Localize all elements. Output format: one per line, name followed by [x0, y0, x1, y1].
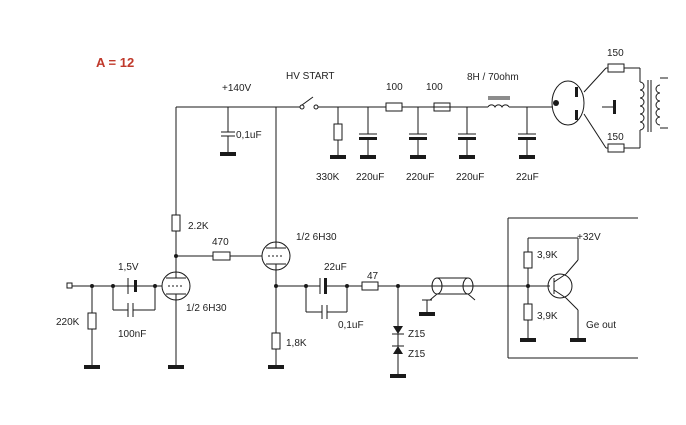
label-r-470: 470	[212, 237, 229, 248]
capacitor-0-1uf-top	[220, 107, 236, 156]
indicator-tube	[551, 67, 607, 149]
transformer	[602, 77, 668, 132]
label-c-22-top: 22uF	[516, 172, 539, 183]
label-c-220-a: 220uF	[356, 172, 384, 183]
gain-title: A = 12	[96, 55, 134, 70]
label-choke: 8H / 70ohm	[467, 72, 519, 83]
label-b-plus: +140V	[222, 83, 252, 94]
label-r-100-a: 100	[386, 82, 403, 93]
resistor-150-bot	[606, 130, 641, 153]
label-v-1-5: 1,5V	[118, 262, 139, 273]
label-z15-b: Z15	[408, 349, 426, 360]
capacitor-22uf-top	[518, 107, 536, 159]
resistor-330k	[330, 107, 346, 159]
label-v-32: +32V	[577, 232, 601, 243]
capacitor-220uf-b	[409, 107, 427, 159]
b-plus-rail	[175, 106, 300, 235]
resistor-220k	[84, 286, 100, 369]
label-ge-out: Ge out	[586, 320, 616, 331]
label-c-22-mid: 22uF	[324, 262, 347, 273]
ge-out-box	[507, 217, 638, 359]
label-c-01-mid: 0,1uF	[338, 320, 364, 331]
hv-start-switch	[299, 96, 385, 110]
label-r-150-top: 150	[607, 48, 624, 59]
resistor-47	[361, 281, 432, 291]
label-r-39k-b: 3,9K	[537, 311, 558, 322]
label-tube-top: 1/2 6H30	[296, 232, 337, 243]
input-wiring	[66, 282, 162, 289]
label-r-220k: 220K	[56, 317, 80, 328]
label-r-1-8k: 1,8K	[286, 338, 307, 349]
label-r-150-bot: 150	[607, 132, 624, 143]
battery-1-5v	[127, 278, 137, 294]
label-c-220-b: 220uF	[406, 172, 434, 183]
shielded-cable	[419, 277, 508, 316]
capacitor-220uf-a	[359, 107, 377, 159]
resistor-470	[176, 251, 262, 261]
cathode-node	[274, 284, 316, 288]
label-r-47: 47	[367, 271, 379, 282]
choke-8h	[487, 96, 553, 109]
resistor-2-2k	[171, 214, 181, 258]
zener-diodes	[390, 286, 406, 378]
capacitor-0-1uf-mid	[305, 286, 348, 319]
tube-upper	[261, 235, 291, 286]
label-hv-start: HV START	[286, 71, 335, 82]
capacitor-100nf	[112, 286, 156, 317]
label-r-39k-a: 3,9K	[537, 250, 558, 261]
label-r-330k: 330K	[316, 172, 340, 183]
resistor-100-a	[377, 102, 450, 112]
label-tube-bot: 1/2 6H30	[186, 303, 227, 314]
label-c-100nf: 100nF	[118, 329, 146, 340]
resistor-150-top	[606, 63, 641, 82]
label-r-2-2k: 2.2K	[188, 221, 209, 232]
resistor-100-b	[433, 102, 487, 112]
label-c-01-top: 0,1uF	[236, 130, 262, 141]
label-z15-a: Z15	[408, 329, 426, 340]
tube-lower	[161, 256, 191, 369]
label-r-100-b: 100	[426, 82, 443, 93]
capacitor-220uf-c	[458, 107, 476, 159]
resistor-1-8k	[268, 286, 284, 369]
label-c-220-c: 220uF	[456, 172, 484, 183]
